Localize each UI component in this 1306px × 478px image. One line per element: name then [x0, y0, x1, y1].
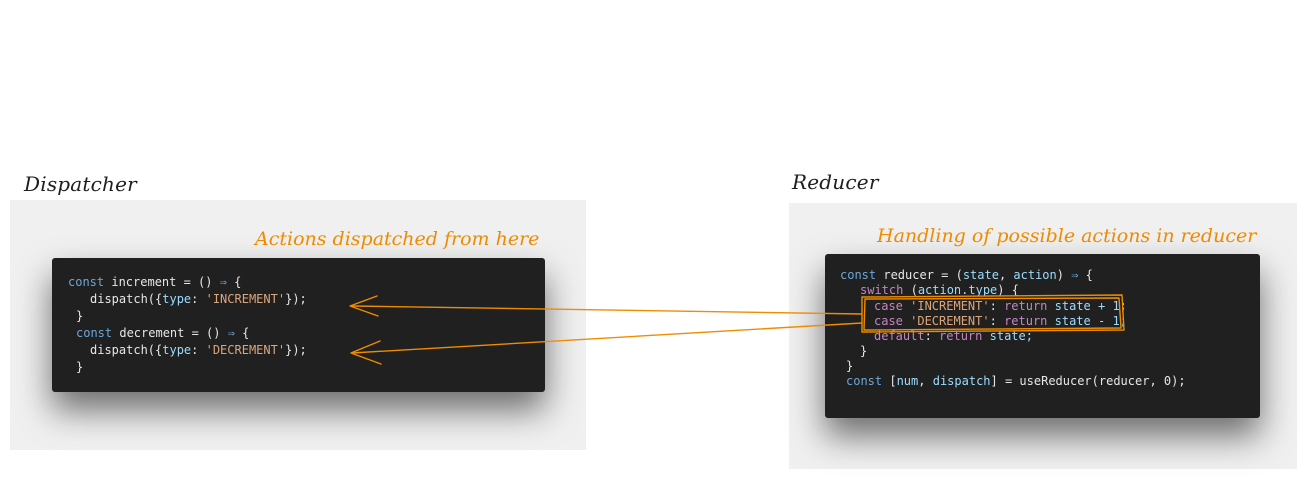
code-operator: ⇒	[227, 326, 235, 340]
code-punctuation: ,	[998, 268, 1014, 282]
code-line-reducer-close: }	[846, 358, 853, 374]
code-line-use-reducer: const [num, dispatch] = useReducer(reduc…	[846, 373, 1186, 389]
code-expression: state;	[982, 329, 1033, 343]
code-punctuation: [	[882, 374, 897, 388]
code-punctuation: :	[191, 292, 206, 306]
code-punctuation: {	[1078, 268, 1093, 282]
code-line-case-decrement: case 'DECREMENT': return state - 1;	[874, 313, 1127, 329]
code-punctuation: });	[285, 292, 307, 306]
code-string: 'DECREMENT'	[902, 314, 990, 328]
code-control-keyword: return	[1004, 299, 1048, 313]
code-control-keyword: case	[874, 314, 903, 328]
code-property: type	[162, 292, 192, 306]
arrow-to-increment-shaft	[351, 305, 863, 315]
code-punctuation: :	[191, 343, 206, 357]
code-line-increment-dispatch: dispatch({type: 'INCREMENT'});	[90, 291, 307, 307]
case-highlight-box	[861, 294, 1125, 333]
code-param: action	[1013, 268, 1057, 282]
code-control-keyword: switch	[860, 283, 904, 297]
arrow-to-increment-head	[349, 295, 379, 317]
code-control-keyword: return	[939, 329, 983, 343]
code-line-increment-decl: const increment = () ⇒ {	[68, 274, 241, 290]
code-punctuation: });	[285, 343, 307, 357]
code-keyword: const	[68, 275, 105, 289]
code-punctuation: :	[989, 314, 1005, 328]
code-line-decrement-decl: const decrement = () ⇒ {	[76, 325, 249, 341]
code-keyword: const	[76, 326, 113, 340]
code-variable: dispatch	[932, 374, 991, 388]
code-line-decrement-dispatch: dispatch({type: 'DECREMENT'});	[90, 342, 307, 358]
code-line-default: default: return state;	[874, 328, 1033, 344]
reducer-code-block: const reducer = (state, action) ⇒ { swit…	[825, 254, 1260, 418]
code-control-keyword: case	[874, 299, 903, 313]
code-punctuation: {	[234, 326, 250, 340]
code-keyword: const	[840, 268, 877, 282]
code-keyword: const	[846, 374, 883, 388]
code-punctuation: :	[989, 299, 1005, 313]
code-punctuation: }	[76, 360, 84, 374]
code-punctuation: (	[903, 283, 918, 297]
code-punctuation: }	[846, 359, 854, 373]
code-identifier: decrement = ()	[112, 326, 228, 340]
code-call: dispatch({	[90, 292, 163, 306]
code-line-decrement-close: }	[76, 359, 83, 375]
code-property: type	[162, 343, 192, 357]
dispatcher-annotation: Actions dispatched from here	[255, 228, 540, 250]
code-punctuation: {	[226, 275, 242, 289]
arrow-to-decrement-head	[350, 340, 382, 365]
code-line-case-increment: case 'INCREMENT': return state + 1;	[874, 298, 1127, 314]
code-variable: num	[896, 374, 919, 388]
code-punctuation: :	[924, 329, 940, 343]
code-string: 'DECREMENT'	[205, 343, 286, 357]
code-punctuation: ) {	[997, 283, 1019, 297]
reducer-title: Reducer	[792, 170, 879, 194]
reducer-annotation: Handling of possible actions in reducer	[877, 225, 1257, 247]
code-control-keyword: return	[1004, 314, 1048, 328]
code-call: dispatch({	[90, 343, 163, 357]
code-call: ] = useReducer(reducer, 0);	[990, 374, 1186, 388]
code-string: 'INCREMENT'	[902, 299, 990, 313]
code-expression: action.type	[917, 283, 998, 297]
code-line-increment-close: }	[76, 308, 83, 324]
code-identifier: increment = ()	[104, 275, 220, 289]
code-line-switch: switch (action.type) {	[860, 282, 1019, 298]
code-punctuation: }	[76, 309, 84, 323]
code-operator: ⇒	[1071, 268, 1079, 282]
code-line-switch-close: }	[860, 343, 867, 359]
arrow-to-decrement-shaft	[351, 322, 863, 354]
code-identifier: reducer = (	[876, 268, 963, 282]
code-string: 'INCREMENT'	[205, 292, 286, 306]
code-param: state	[962, 268, 999, 282]
code-punctuation: }	[860, 344, 868, 358]
code-operator: ⇒	[219, 275, 227, 289]
code-line-reducer-decl: const reducer = (state, action) ⇒ {	[840, 267, 1093, 283]
dispatcher-code-block: const increment = () ⇒ { dispatch({type:…	[52, 258, 545, 392]
code-punctuation: ,	[918, 374, 933, 388]
code-punctuation: )	[1056, 268, 1072, 282]
dispatcher-title: Dispatcher	[24, 172, 137, 196]
